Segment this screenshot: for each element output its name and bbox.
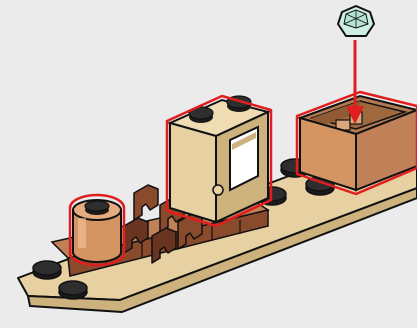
stud <box>59 281 87 299</box>
tan-window-frame-highlighted <box>167 96 271 226</box>
round-brick-highlighted <box>70 195 124 265</box>
placement-arrow <box>346 40 364 124</box>
stud <box>33 261 61 279</box>
stud <box>85 201 109 215</box>
trans-light-blue-gem <box>338 6 374 36</box>
